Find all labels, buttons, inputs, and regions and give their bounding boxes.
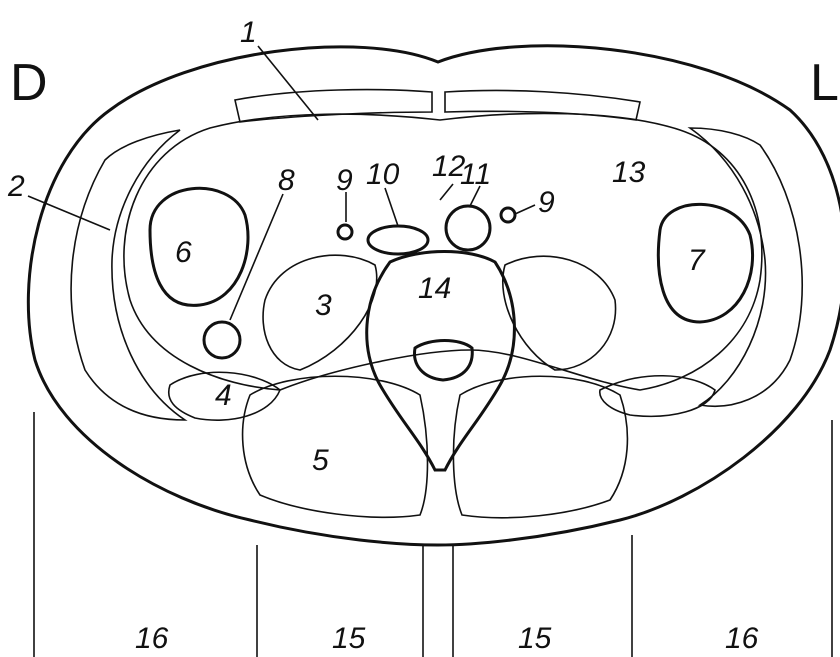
- structure-label-3: 3: [315, 289, 332, 322]
- structure-label-13: 13: [612, 156, 646, 189]
- region-label-16-left: 16: [725, 622, 759, 655]
- spinal-canal: [415, 341, 473, 381]
- kidney-left: [658, 204, 752, 322]
- structure-label-9-left: 9: [538, 186, 555, 219]
- structure-label-4: 4: [215, 379, 232, 412]
- structure-label-11: 11: [460, 158, 491, 191]
- structure-label-7: 7: [688, 244, 706, 277]
- structure-label-1: 1: [240, 16, 257, 49]
- structure-label-8: 8: [278, 164, 295, 197]
- structure-label-10: 10: [366, 158, 400, 191]
- lateral-muscles-left: [690, 128, 802, 406]
- region-label-16-right: 16: [135, 622, 169, 655]
- structure-label-14: 14: [418, 272, 451, 305]
- orientation-label-left: D: [10, 54, 48, 112]
- structure-label-6: 6: [175, 236, 192, 269]
- lateral-muscles-right: [71, 130, 185, 420]
- structure-label-5: 5: [312, 444, 329, 477]
- kidney-right: [150, 188, 248, 305]
- psoas-left: [503, 256, 616, 370]
- quadratus-left: [600, 376, 715, 417]
- ureter: [204, 322, 240, 358]
- leader-8: [230, 194, 283, 320]
- leader-2: [28, 196, 110, 230]
- vessel-small-left: [501, 208, 515, 222]
- leader-1: [258, 46, 318, 120]
- aorta: [446, 206, 490, 250]
- leader-12: [440, 184, 453, 200]
- region-label-15-left: 15: [518, 622, 552, 655]
- structure-label-2: 2: [7, 170, 25, 203]
- rectus-muscle-left: [445, 90, 640, 120]
- vessel-small-right: [338, 225, 352, 239]
- orientation-label-right: L: [810, 54, 839, 112]
- region-label-15-right: 15: [332, 622, 366, 655]
- erector-spinae-right: [243, 376, 428, 517]
- leader-9-left: [515, 205, 535, 214]
- structure-label-9-right: 9: [336, 164, 353, 197]
- vena-cava: [368, 226, 428, 254]
- leader-10: [385, 188, 398, 226]
